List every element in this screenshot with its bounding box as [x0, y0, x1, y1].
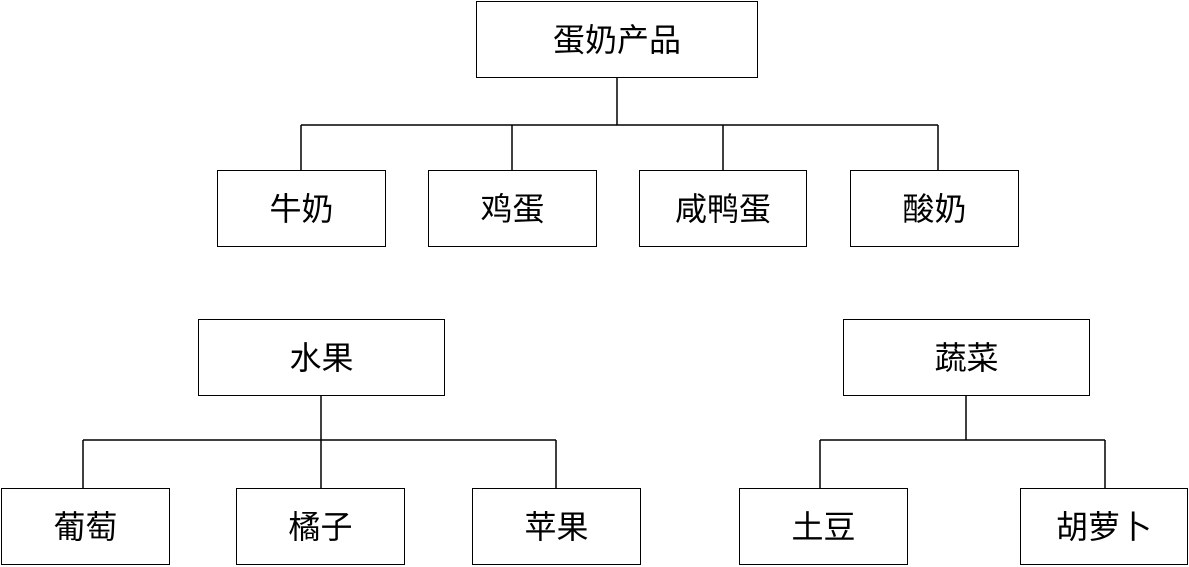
node-yogurt: 酸奶: [850, 170, 1019, 247]
node-milk: 牛奶: [217, 170, 386, 247]
node-label: 蛋奶产品: [552, 20, 681, 59]
node-grape: 葡萄: [1, 488, 170, 565]
node-fruit: 水果: [198, 319, 445, 396]
node-apple: 苹果: [472, 488, 641, 565]
node-orange: 橘子: [236, 488, 405, 565]
node-label: 橘子: [288, 507, 353, 546]
node-label: 蔬菜: [934, 338, 999, 377]
node-egg: 鸡蛋: [428, 170, 597, 247]
node-potato: 土豆: [739, 488, 908, 565]
node-label: 牛奶: [269, 189, 334, 228]
node-carrot: 胡萝卜: [1020, 488, 1188, 565]
node-label: 酸奶: [902, 189, 967, 228]
node-label: 水果: [289, 338, 354, 377]
node-salted-duck-egg: 咸鸭蛋: [639, 170, 807, 247]
node-label: 葡萄: [53, 507, 118, 546]
node-dairy-products: 蛋奶产品: [476, 1, 758, 78]
node-label: 胡萝卜: [1055, 507, 1152, 546]
node-label: 咸鸭蛋: [674, 189, 771, 228]
node-label: 土豆: [791, 507, 856, 546]
node-label: 苹果: [524, 507, 589, 546]
node-vegetables: 蔬菜: [843, 319, 1090, 396]
node-label: 鸡蛋: [480, 189, 545, 228]
